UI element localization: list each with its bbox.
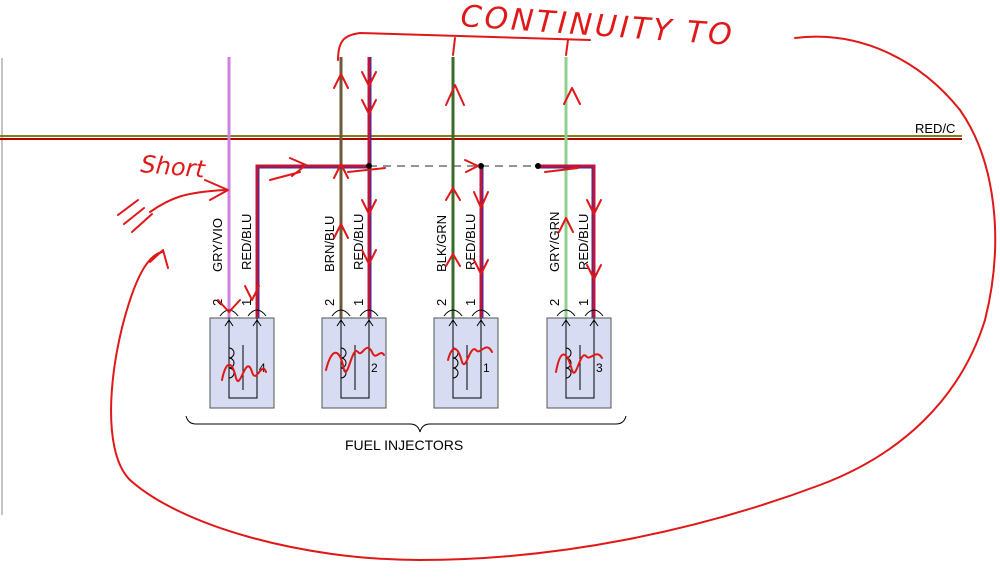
injector-body: [321, 317, 387, 409]
wire-labels: GRY/VIO RED/BLU BRN/BLU RED/BLU BLK/GRN …: [210, 212, 591, 306]
injector-1-pin1-number: 1: [463, 299, 478, 306]
red-blu-bus-right: [540, 164, 596, 318]
injector-3-pin1-number: 1: [576, 299, 591, 306]
continuity-tick-2: [565, 39, 569, 56]
injector-number: 1: [483, 361, 490, 375]
injector-scribble: [325, 346, 385, 373]
short-pointer: [117, 179, 229, 233]
injector-group-brace: [185, 415, 627, 433]
coil-icon: [340, 347, 347, 379]
arrow-up-icon: [445, 84, 465, 267]
injector-3-pin2-number: 2: [547, 299, 562, 306]
arrow-down-icon: [361, 71, 377, 265]
arrow-up-icon: [333, 73, 349, 239]
continuity-tick-1: [452, 37, 456, 56]
injector-2-pin2-number: 2: [322, 299, 337, 306]
injector-4-pin1-label: RED/BLU: [239, 214, 254, 270]
short-annotation: Short: [139, 150, 207, 184]
hand-annotations: [110, 32, 997, 561]
arrow-down-icon: [473, 191, 489, 275]
arrow-down-icon: [586, 199, 602, 280]
red-blu-bus-left-blue: [258, 167, 369, 318]
injector-1-pin1-label: RED/BLU: [463, 214, 478, 270]
splice-dot: [366, 163, 372, 169]
fuel-injectors-label: FUEL INJECTORS: [345, 437, 463, 453]
injector-3-pin1-label: RED/BLU: [576, 214, 591, 270]
injector-2: 2: [321, 309, 387, 409]
splice-dot: [478, 163, 484, 169]
harness-wire-label: RED/C: [915, 121, 955, 136]
injector-number: 2: [371, 361, 378, 375]
connector-chevrons: [331, 309, 379, 317]
continuity-loop: [110, 35, 997, 561]
injector-2-pin1-number: 1: [351, 299, 366, 306]
connector-chevrons: [219, 309, 267, 317]
injector-scribble: [221, 363, 267, 382]
coil-icon: [565, 347, 572, 379]
injector-body: [209, 317, 275, 409]
injector-scribble: [447, 346, 493, 366]
loop-arrow-head: [149, 249, 169, 269]
splice-dot: [535, 163, 541, 169]
injector-4-pin2-number: 2: [210, 299, 225, 306]
continuity-top-line: [337, 32, 591, 61]
arrow-up-icon: [558, 87, 581, 233]
injector-4-pin2-label: GRY/VIO: [210, 218, 225, 272]
connector-chevrons: [556, 309, 604, 317]
injector-4: 4: [209, 309, 275, 409]
arrow-down-icon: [217, 285, 260, 313]
arrow-right-icon: [269, 157, 579, 181]
injector-3-pin2-label: GRY/GRN: [547, 212, 562, 272]
injector-scribble: [555, 353, 603, 374]
red-blu-bus-left: [255, 164, 369, 318]
red-blu-bus-right-blue: [540, 167, 593, 318]
continuity-annotation: CONTINUITY TO: [459, 0, 735, 53]
connector-chevrons: [443, 309, 491, 317]
injector-3: 3: [546, 309, 612, 409]
injector-1: 1: [433, 309, 499, 409]
injector-2-pin2-label: BRN/BLU: [322, 216, 337, 272]
injector-2-pin1-label: RED/BLU: [351, 214, 366, 270]
injector-number: 3: [596, 361, 603, 375]
injector-1-pin2-label: BLK/GRN: [434, 215, 449, 272]
injector-4-pin1-number: 1: [239, 299, 254, 306]
injector-1-pin2-number: 2: [434, 299, 449, 306]
